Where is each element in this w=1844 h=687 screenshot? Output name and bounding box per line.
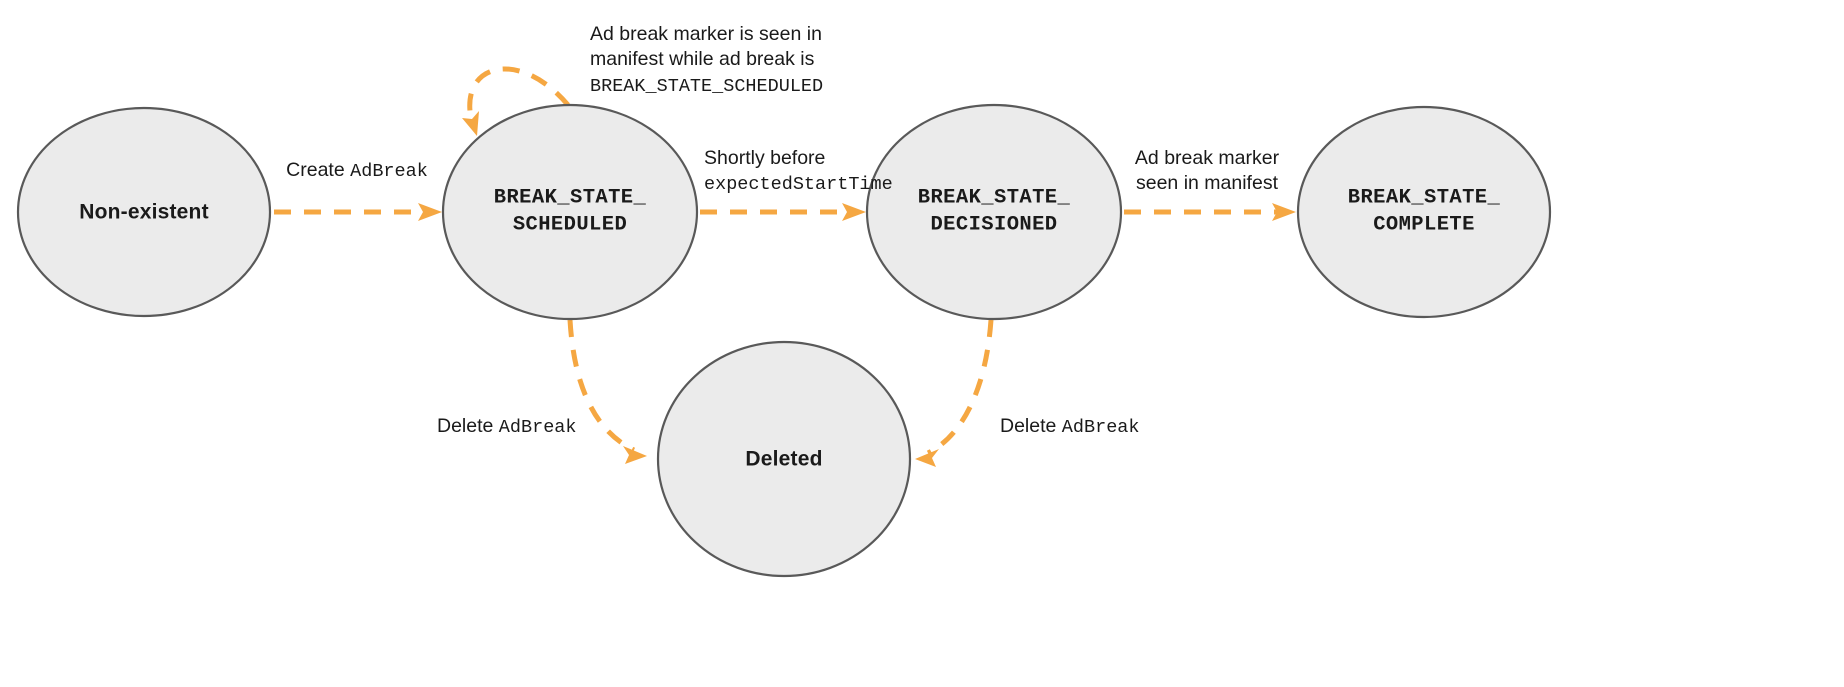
text-run: Create <box>286 159 351 181</box>
edge-label-create-adbreak: Create AdBreak <box>286 158 428 184</box>
arrow-head-icon <box>623 446 647 464</box>
text-run: manifest while ad break is <box>590 48 815 71</box>
node-label-line: COMPLETE <box>1373 213 1475 236</box>
edge-delete-adbreak-from-decisioned <box>915 319 994 467</box>
node-label-line: Non-existent <box>79 200 209 224</box>
node-label-line: Deleted <box>745 447 823 471</box>
code-run: BREAK_STATE_SCHEDULED <box>590 75 824 97</box>
code-run: AdBreak <box>1061 417 1140 438</box>
text-run: Shortly before <box>704 147 826 169</box>
edge-ad-break-marker-self-loop <box>462 66 570 136</box>
arrow-head-icon <box>462 111 479 136</box>
edge-shortly-before-expected-start-time <box>700 203 866 221</box>
node-label-line: BREAK_STATE_ <box>1347 186 1501 210</box>
edge-label-shortly-before-expected-start-time: Shortly before expectedStartTime <box>704 146 893 197</box>
edge-line <box>467 66 570 124</box>
edge-label-line: Create AdBreak <box>286 158 428 184</box>
node-break-state-decisioned[interactable] <box>865 103 1123 321</box>
node-label-deleted: Deleted <box>745 445 822 472</box>
edge-label-line: manifest while ad break is <box>590 47 823 72</box>
node-label-line: BREAK_STATE_ <box>493 186 647 210</box>
text-run: Ad break marker is seen in <box>590 23 822 45</box>
node-label-non-existent: Non-existent <box>79 198 209 225</box>
text-run: Delete <box>1000 415 1062 437</box>
node-break-state-scheduled[interactable] <box>441 103 699 321</box>
node-label-break-state-scheduled: BREAK_STATE_ SCHEDULED <box>494 185 646 238</box>
node-break-state-complete[interactable] <box>1296 105 1552 319</box>
edge-ad-break-marker-seen-in-manifest <box>1124 203 1296 221</box>
edge-label-line: seen in manifest <box>1135 171 1279 196</box>
node-non-existent[interactable] <box>16 106 272 318</box>
text-run: Ad break marker <box>1134 147 1280 169</box>
edge-delete-adbreak-from-scheduled <box>567 319 647 464</box>
edge-label-delete-adbreak-from-scheduled: Delete AdBreak <box>437 414 577 440</box>
edge-label-line: expectedStartTime <box>704 171 893 197</box>
edge-label-delete-adbreak-from-decisioned: Delete AdBreak <box>1000 414 1140 440</box>
node-label-line: DECISIONED <box>930 213 1058 236</box>
edge-line <box>567 319 636 453</box>
code-run: AdBreak <box>498 417 577 438</box>
node-label-line: SCHEDULED <box>512 213 628 236</box>
arrow-head-icon <box>842 203 866 221</box>
node-label-break-state-complete: BREAK_STATE_ COMPLETE <box>1348 185 1500 238</box>
node-deleted[interactable] <box>656 340 912 578</box>
text-run: Delete <box>437 415 499 437</box>
code-run: AdBreak <box>350 161 428 182</box>
text-run: seen in manifest <box>1135 172 1278 195</box>
arrow-head-icon <box>418 203 442 221</box>
edge-line <box>926 319 994 456</box>
arrow-head-icon <box>915 449 939 467</box>
edge-label-line: Delete AdBreak <box>437 414 577 440</box>
edge-label-line: Delete AdBreak <box>1000 414 1140 440</box>
code-run: expectedStartTime <box>704 174 893 196</box>
node-label-line: BREAK_STATE_ <box>917 186 1071 210</box>
edge-label-line: Ad break marker is seen in <box>590 22 823 47</box>
node-label-break-state-decisioned: BREAK_STATE_ DECISIONED <box>918 185 1070 238</box>
edge-label-ad-break-marker-seen-in-manifest: Ad break marker seen in manifest <box>1135 146 1279 197</box>
edge-label-line: Ad break marker <box>1135 146 1279 171</box>
arrow-head-icon <box>1272 203 1296 221</box>
edge-label-line: BREAK_STATE_SCHEDULED <box>590 73 823 99</box>
edge-label-line: Shortly before <box>704 146 893 171</box>
edge-label-ad-break-marker-self-loop: Ad break marker is seen in manifest while… <box>590 22 823 99</box>
edge-create-adbreak <box>274 203 442 221</box>
